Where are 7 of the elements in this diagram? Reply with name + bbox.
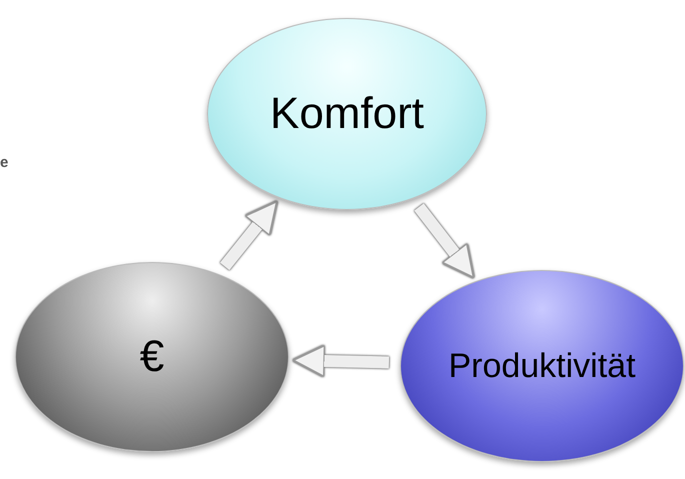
- text-fragment: e: [0, 153, 8, 173]
- block-arrow: [220, 200, 278, 270]
- node-label: Komfort: [270, 92, 424, 136]
- node-label: Produktivität: [448, 349, 636, 383]
- block-arrow: [414, 203, 475, 279]
- block-arrow: [292, 344, 390, 378]
- node-label: €: [140, 335, 164, 379]
